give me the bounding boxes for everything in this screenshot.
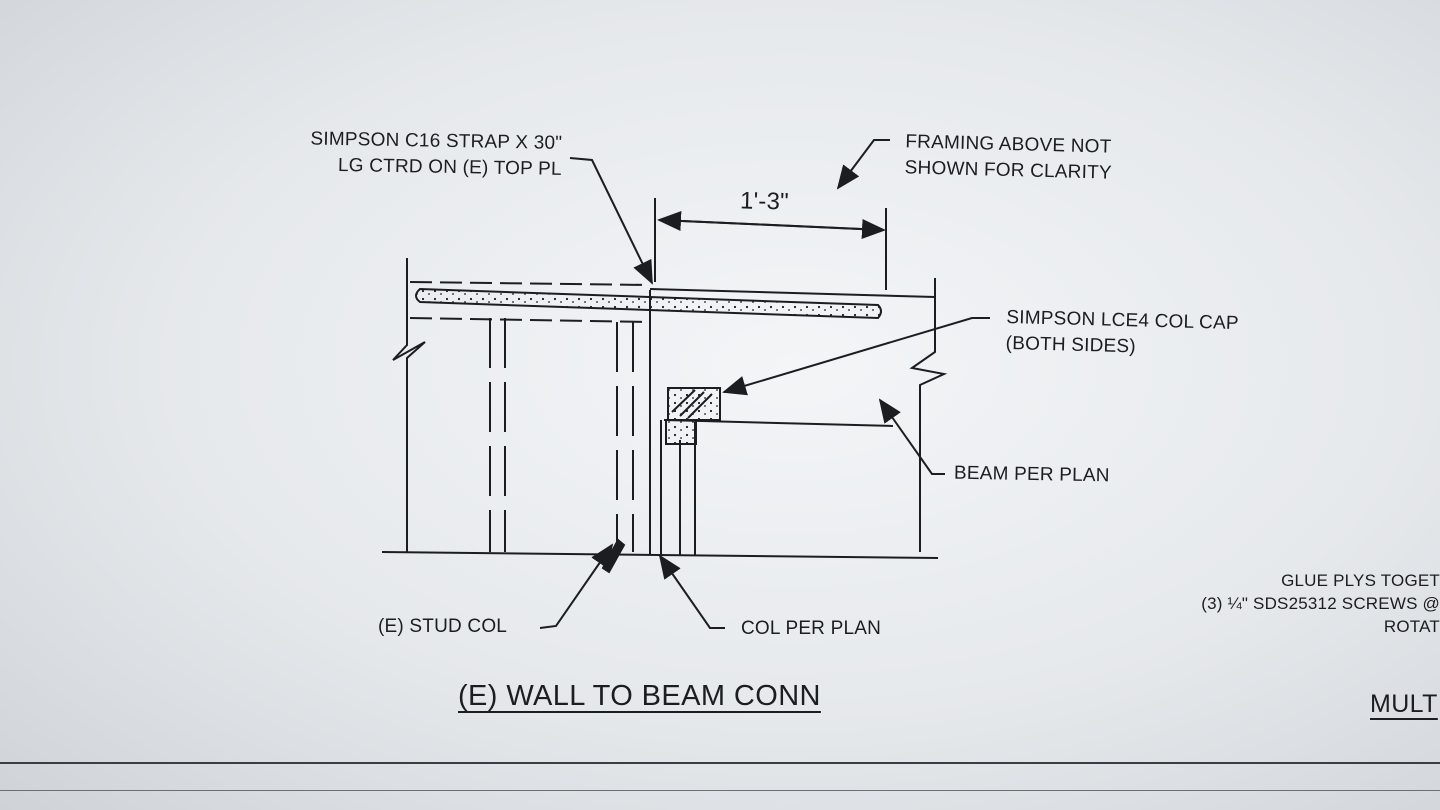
- col-callout: COL PER PLAN: [741, 618, 882, 639]
- top-plate-dashed-top: [409, 281, 651, 286]
- top-plate-dashed-bottom: [409, 317, 651, 323]
- adjacent-note-line-1: GLUE PLYS TOGET: [1281, 571, 1440, 590]
- sheet-border-line: [0, 762, 1440, 764]
- dimension-label: 1'-3": [739, 187, 790, 216]
- framing-leader: [836, 139, 890, 190]
- col-leader: [658, 554, 725, 629]
- left-break-line: [392, 258, 426, 552]
- framing-callout: FRAMING ABOVE NOT SHOWN FOR CLARITY: [904, 129, 1112, 186]
- strap-callout: SIMPSON C16 STRAP X 30" LG CTRD ON (E) T…: [232, 125, 563, 182]
- framing-callout-line-2: SHOWN FOR CLARITY: [904, 156, 1113, 184]
- column-cap: [667, 387, 721, 421]
- adjacent-detail-title: MULT: [1370, 690, 1438, 718]
- col-cap-callout: SIMPSON LCE4 COL CAP (BOTH SIDES): [1005, 305, 1239, 362]
- beam-leader: [878, 398, 945, 475]
- sheet-border-line-lower: [0, 790, 1440, 791]
- right-break-line: [909, 278, 948, 552]
- adjacent-note-line-2: (3) ¼" SDS25312 SCREWS @: [1201, 593, 1440, 613]
- detail-title: (E) WALL TO BEAM CONN: [458, 680, 821, 712]
- top-plate: [415, 287, 882, 320]
- stud-col-leader: [539, 543, 614, 629]
- beam-callout: BEAM PER PLAN: [953, 462, 1110, 487]
- adjacent-note-line-3: ROTAT: [1383, 616, 1440, 636]
- adjacent-detail-notes: GLUE PLYS TOGET (3) ¼" SDS25312 SCREWS @…: [1182, 570, 1440, 639]
- col-cap-leader: [722, 317, 990, 396]
- strap-leader: [569, 157, 653, 285]
- stud-col-callout: (E) STUD COL: [378, 616, 508, 637]
